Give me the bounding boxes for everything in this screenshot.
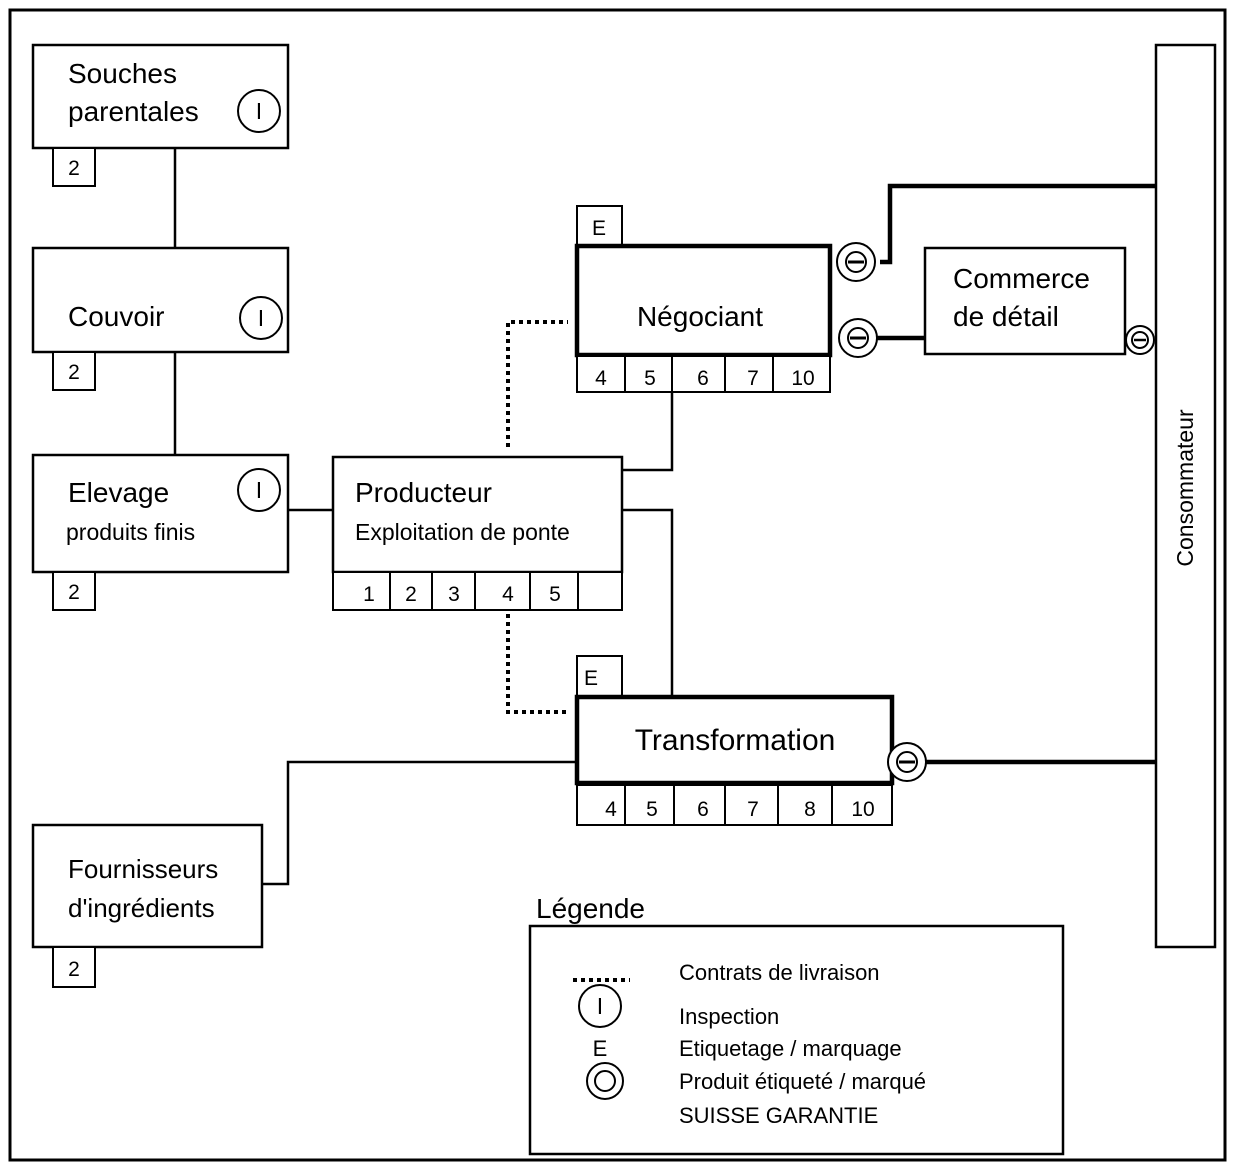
marked-product-circle-icon (836, 242, 876, 282)
legend-product-1: Produit étiqueté / marqué (679, 1069, 926, 1094)
souches-tag: 2 (68, 157, 80, 180)
legend-frame (528, 924, 1065, 1156)
producteur-cell: 3 (448, 583, 460, 606)
negociant-cell: 4 (595, 367, 607, 390)
producteur-label: Producteur (355, 477, 492, 508)
legend-product-2: SUISSE GARANTIE (679, 1103, 878, 1128)
commerce-label-1: Commerce (953, 263, 1090, 294)
svg-text:I: I (597, 993, 603, 1019)
elevage-sublabel: produits finis (66, 519, 195, 545)
transformation-cells-row (576, 784, 893, 826)
box-negociant: E Négociant 4 5 6 7 10 (574, 205, 833, 393)
marked-product-circle-icon (1125, 325, 1155, 355)
fournisseurs-label-1: Fournisseurs (68, 854, 218, 884)
box-couvoir: Couvoir I 2 (31, 246, 290, 391)
producteur-sublabel: Exploitation de ponte (355, 519, 570, 545)
connectors (173, 148, 1156, 886)
box-transformation: E Transformation 4 5 6 7 8 10 (574, 655, 895, 826)
producteur-frame (331, 455, 624, 574)
elevage-tag: 2 (68, 581, 80, 604)
legend-labeling-symbol: E (593, 1036, 608, 1061)
link-producteur-negociant (622, 392, 674, 472)
souches-label-2: parentales (68, 96, 199, 127)
inspection-icon: I (578, 984, 622, 1028)
svg-text:I: I (256, 477, 262, 503)
producteur-cell: 2 (405, 583, 417, 606)
couvoir-tag: 2 (68, 361, 80, 384)
legend-contracts: Contrats de livraison (679, 960, 880, 985)
marked-product-circle-icon (838, 318, 878, 358)
legend: Légende Contrats de livraison I Inspecti… (528, 893, 1065, 1156)
transformation-mark-box (576, 655, 623, 697)
fournisseurs-label-2: d'ingrédients (68, 893, 215, 923)
negociant-cell: 6 (697, 367, 709, 390)
negociant-cell: 7 (747, 367, 759, 390)
fournisseurs-tag-box (52, 946, 96, 988)
inspection-icon: I (237, 89, 281, 133)
negociant-mark: E (592, 217, 606, 240)
inspection-icon: I (239, 296, 283, 340)
negociant-cell: 10 (791, 367, 814, 390)
producteur-cell: 1 (363, 583, 375, 606)
couvoir-label: Couvoir (68, 301, 164, 332)
commerce-label-2: de détail (953, 301, 1059, 332)
legend-labeling: Etiquetage / marquage (679, 1036, 902, 1061)
fournisseurs-tag: 2 (68, 958, 80, 981)
box-commerce-detail: Commerce de détail (923, 246, 1127, 356)
negociant-frame (574, 243, 833, 358)
transformation-cell: 10 (851, 798, 874, 821)
elevage-label: Elevage (68, 477, 169, 508)
box-fournisseurs: Fournisseurs d'ingrédients 2 (31, 823, 264, 988)
consommateur-frame (1154, 43, 1217, 949)
inspection-icon: I (237, 468, 281, 512)
producteur-cell: 5 (549, 583, 561, 606)
contract-producteur-transformation (506, 614, 568, 714)
negociant-label: Négociant (637, 301, 763, 332)
link-producteur-transformation (622, 508, 674, 697)
marked-product-circle-icon (586, 1062, 624, 1100)
svg-text:I: I (258, 305, 264, 331)
svg-text:I: I (256, 98, 262, 124)
transformation-cell: 4 (605, 798, 617, 821)
box-producteur: Producteur Exploitation de ponte 1 2 3 4… (331, 455, 624, 611)
couvoir-tag-box (52, 351, 96, 391)
transformation-mark: E (584, 667, 598, 690)
transformation-frame (574, 694, 895, 786)
link-fournisseurs-transformation (262, 760, 577, 886)
box-consommateur: Consommateur (1154, 43, 1217, 949)
fournisseurs-frame (31, 823, 264, 949)
link-negociant-consommateur (880, 183, 1156, 265)
transformation-cell: 7 (747, 798, 759, 821)
consommateur-label: Consommateur (1172, 409, 1198, 567)
negociant-cell: 5 (644, 367, 656, 390)
producteur-cells-row (332, 571, 623, 611)
couvoir-frame (31, 246, 290, 354)
negociant-cells-row (576, 355, 831, 393)
transformation-cell: 6 (697, 798, 709, 821)
legend-inspection: Inspection (679, 1004, 779, 1029)
marked-product-circle-icon (887, 742, 927, 782)
elevage-tag-box (52, 571, 96, 611)
transformation-cell: 8 (804, 798, 816, 821)
transformation-cell: 5 (646, 798, 658, 821)
souches-label-1: Souches (68, 58, 177, 89)
souches-tag-box (52, 147, 96, 187)
box-souches-parentales: Souches parentales I 2 (31, 43, 290, 187)
producteur-cell: 4 (502, 583, 514, 606)
outer-frame (8, 8, 1227, 1162)
box-elevage: Elevage produits finis I 2 (31, 453, 290, 611)
contract-producteur-negociant (506, 320, 568, 447)
legend-title: Légende (536, 893, 645, 924)
commerce-frame (923, 246, 1127, 356)
transformation-label: Transformation (635, 724, 836, 757)
